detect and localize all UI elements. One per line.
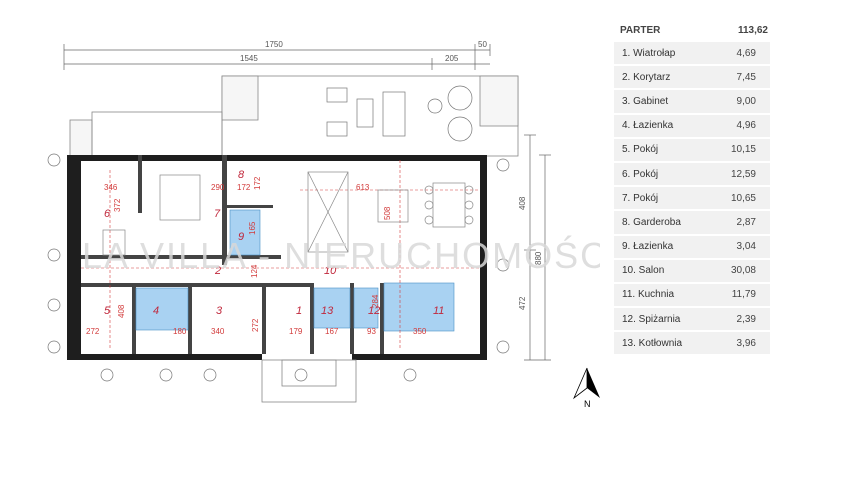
dim-right-lower: 472 [518,296,527,310]
room-area: 11,79 [731,289,756,301]
interior-walls [81,155,384,354]
dim-salon-w: 613 [356,183,370,192]
north-label: N [584,399,591,409]
dim-room12-w: 93 [367,327,376,336]
legend-title: PARTER [620,24,661,36]
room-area: 10,15 [730,144,756,156]
room-label: 12. Spiżarnia [622,313,681,325]
room-label: 8. Garderoba [622,216,681,228]
area-legend: PARTER 113,62 1. Wiatrołap 4,69 2. Koryta… [614,20,770,355]
legend-total: 113,62 [737,24,768,36]
legend-row: 4. Łazienka 4,96 [614,112,770,137]
north-arrow-icon [573,367,600,400]
room-number-5: 5 [104,305,111,317]
room-label: 9. Łazienka [622,241,674,253]
dim-room8-h: 172 [253,176,262,190]
room-area: 3,04 [736,241,756,253]
room-number-8: 8 [238,169,245,181]
dim-mid-width: 205 [445,54,459,63]
dim-salon-h: 508 [383,206,392,220]
top-dimensions [63,44,491,70]
room-area: 4,69 [736,47,756,59]
axis-markers [47,153,510,382]
room-area: 9,00 [736,95,756,107]
room-area: 2,39 [736,313,756,325]
wet-rooms [135,209,455,332]
legend-row: 7. Pokój 10,65 [614,185,770,210]
dim-right-width: 50 [478,40,487,49]
room-area: 4,96 [736,120,756,132]
dim-room3-h: 272 [251,318,260,332]
dim-room3-w: 340 [211,327,225,336]
dim-corridor-h: 124 [250,264,259,278]
dim-total-width: 1750 [265,40,283,49]
room-number-11: 11 [433,305,444,317]
dim-right-upper: 408 [518,196,527,210]
room-area: 30,08 [730,265,756,277]
legend-row: 5. Pokój 10,15 [614,136,770,161]
legend-header: PARTER 113,62 [614,20,770,40]
legend-row: 6. Pokój 12,59 [614,160,770,186]
dim-room5-h: 408 [117,304,126,318]
room-number-3: 3 [216,305,223,317]
legend-row: 2. Korytarz 7,45 [614,64,770,89]
room-number-4: 4 [153,305,159,317]
room-number-9: 9 [238,231,244,243]
dim-room6-h: 372 [113,198,122,212]
dim-room7-w: 290 [211,183,225,192]
room-number-10: 10 [324,265,337,277]
terrace-furniture [326,85,473,142]
room-area: 10,65 [730,192,756,204]
dim-room9-h: 165 [248,221,257,235]
outer-walls [67,155,487,360]
dim-room13-w: 167 [325,327,339,336]
room-label: 4. Łazienka [622,120,674,132]
dim-room11-w: 350 [413,327,427,336]
dim-room6-w: 346 [104,183,118,192]
room-number-13: 13 [321,305,334,317]
room-label: 7. Pokój [622,192,659,204]
room-label: 5. Pokój [622,144,659,156]
dim-room8-w: 172 [237,183,251,192]
room-number-12: 12 [368,305,380,317]
legend-row: 1. Wiatrołap 4,69 [614,40,770,65]
room-label: 6. Pokój [622,168,659,180]
room-label: 2. Korytarz [622,71,671,83]
room-area: 7,45 [736,71,756,83]
dim-room4-w: 180 [173,327,187,336]
legend-row: 3. Gabinet 9,00 [614,88,770,113]
legend-row: 11. Kuchnia 11,79 [614,281,770,307]
room-number-1: 1 [296,305,302,317]
room-number-7: 7 [214,208,221,220]
terrace-outline [69,75,519,161]
dim-room12-h: 284 [371,294,380,308]
legend-row: 13. Kotłownia 3,96 [614,330,770,355]
room-label: 1. Wiatrołap [622,47,676,59]
legend-row: 12. Spiżarnia 2,39 [614,306,770,331]
legend-row: 9. Łazienka 3,04 [614,233,770,258]
salon-furniture [102,171,474,256]
room-area: 3,96 [736,337,756,349]
room-label: 3. Gabinet [622,95,669,107]
dim-room1-w: 179 [289,327,303,336]
room-label: 10. Salon [622,265,665,277]
room-area: 2,87 [736,216,756,228]
dim-room5-w: 272 [86,327,100,336]
dim-right-total: 880 [534,251,543,265]
floor-plan: 1750 1545 205 50 408 880 472 [47,40,600,409]
right-dimensions [524,134,551,361]
watermark: LA VILLA - NIERUCHOMOŚCI [82,234,600,276]
room-label: 11. Kuchnia [622,289,675,301]
legend-row: 8. Garderoba 2,87 [614,209,770,234]
room-number-6: 6 [104,208,111,220]
room-area: 12,59 [730,168,756,180]
dim-left-width: 1545 [240,54,258,63]
room-label: 13. Kotłownia [622,337,683,349]
legend-row: 10. Salon 30,08 [614,257,770,282]
entrance-porch [261,359,357,403]
room-number-2: 2 [214,265,221,277]
